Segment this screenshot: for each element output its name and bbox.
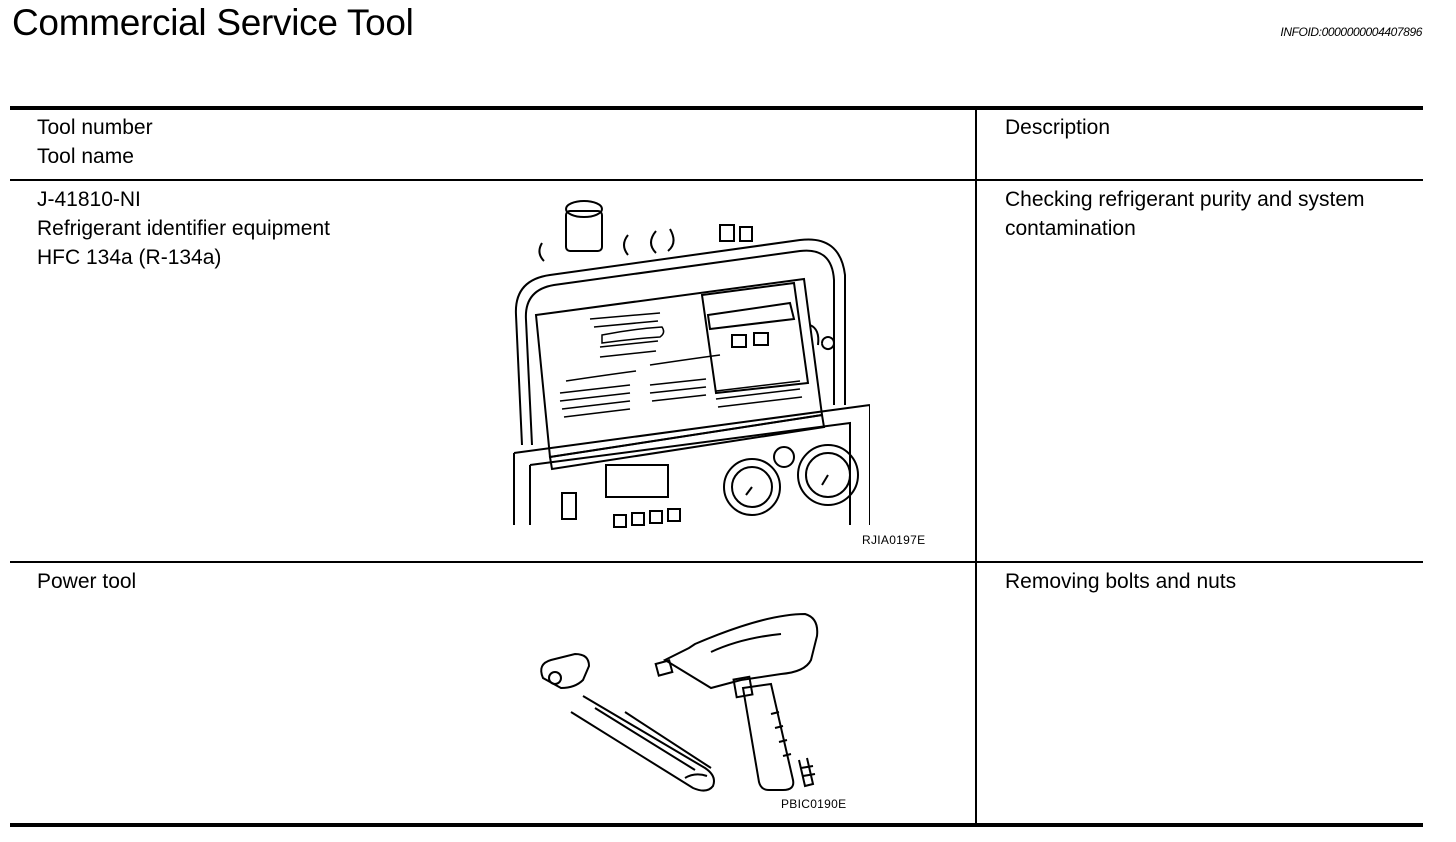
table-bottom-rule <box>10 823 1423 827</box>
description-cell: Checking refrigerant purity and system c… <box>1005 185 1365 243</box>
header-divider <box>10 179 1423 181</box>
tool-cell: Power tool <box>37 567 136 596</box>
description-line: contamination <box>1005 217 1136 240</box>
row-divider <box>10 561 1423 563</box>
description-line: Removing bolts and nuts <box>1005 570 1237 593</box>
header-tool-number: Tool number <box>37 116 153 139</box>
tool-name: Power tool <box>37 570 137 593</box>
power-tool-illustration <box>535 608 845 798</box>
description-line: Checking refrigerant purity and system <box>1005 188 1365 211</box>
header-tool-name: Tool name <box>37 145 134 168</box>
image-code: PBIC0190E <box>781 797 847 811</box>
table-top-rule <box>10 106 1423 110</box>
page-title: Commercial Service Tool <box>12 2 414 43</box>
header-tool-cell: Tool number Tool name <box>37 113 153 171</box>
column-divider <box>975 108 977 826</box>
header-description: Description <box>1005 116 1111 139</box>
tool-cell: J-41810-NI Refrigerant identifier equipm… <box>37 185 330 272</box>
tool-spec: HFC 134a (R-134a) <box>37 246 222 269</box>
tool-name: Refrigerant identifier equipment <box>37 217 330 240</box>
info-id: INFOID:0000000004407896 <box>1280 25 1422 39</box>
image-code: RJIA0197E <box>862 533 926 547</box>
refrigerant-identifier-illustration <box>510 195 870 530</box>
tool-number: J-41810-NI <box>37 188 141 211</box>
description-cell: Removing bolts and nuts <box>1005 567 1236 596</box>
